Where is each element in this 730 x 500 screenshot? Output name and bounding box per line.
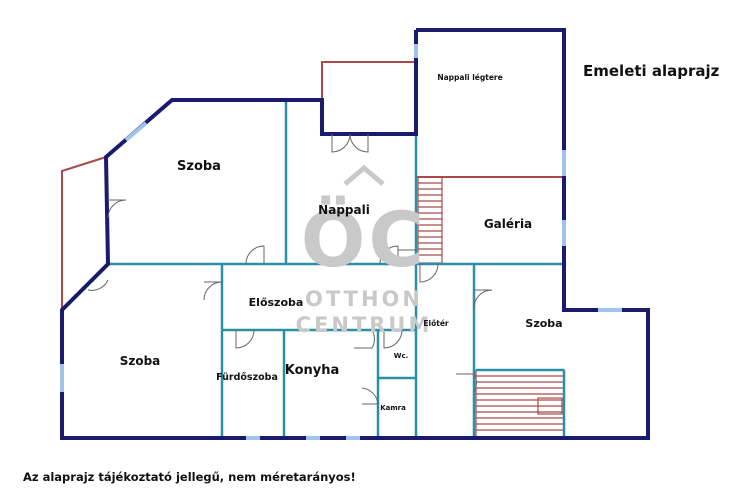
door-swing bbox=[379, 245, 399, 265]
room-label-kamra: Kamra bbox=[380, 404, 406, 412]
window bbox=[124, 121, 148, 142]
room-label-eloszoba: Előszoba bbox=[249, 296, 304, 309]
room-labels: Szoba Nappali Nappali légtere Galéria El… bbox=[120, 73, 563, 412]
room-label-nappali-legtere: Nappali légtere bbox=[437, 73, 502, 82]
room-label-eloter: Előtér bbox=[423, 319, 449, 328]
doors bbox=[87, 133, 493, 405]
room-label-wc: Wc. bbox=[394, 352, 409, 360]
room-label-galeria: Galéria bbox=[484, 217, 532, 231]
door-swing bbox=[87, 279, 109, 291]
watermark-logo: ÖC bbox=[301, 194, 427, 284]
watermark: ÖC OTTHON CENTRUM bbox=[296, 164, 433, 337]
plan-title: Emeleti alaprajz bbox=[583, 62, 720, 80]
door-swing bbox=[107, 199, 127, 219]
door-swing bbox=[245, 245, 265, 265]
room-label-szoba-top: Szoba bbox=[177, 159, 221, 174]
room-label-szoba-right: Szoba bbox=[525, 317, 562, 330]
door-swing bbox=[235, 329, 255, 349]
door-swing bbox=[203, 281, 223, 301]
room-label-nappali: Nappali bbox=[318, 203, 370, 217]
watermark-line1: OTTHON bbox=[305, 287, 423, 311]
balcony-top bbox=[321, 61, 416, 98]
staircase-lower bbox=[475, 369, 565, 439]
door-swing bbox=[361, 387, 379, 405]
door-swing bbox=[354, 329, 375, 349]
room-label-konyha: Konyha bbox=[285, 363, 340, 378]
door-swing bbox=[331, 133, 351, 153]
balcony-left bbox=[61, 156, 107, 310]
door-swing bbox=[456, 373, 477, 393]
staircase-upper bbox=[417, 176, 443, 264]
disclaimer-text: Az alaprajz tájékoztató jellegű, nem mér… bbox=[23, 470, 356, 484]
outer-walls bbox=[60, 28, 650, 440]
door-swing bbox=[349, 133, 369, 153]
windows bbox=[60, 44, 622, 440]
door-swing bbox=[419, 263, 439, 283]
room-label-szoba-left: Szoba bbox=[120, 354, 161, 368]
watermark-line2: CENTRUM bbox=[296, 313, 433, 337]
door-swing bbox=[473, 289, 493, 309]
door-swing bbox=[383, 329, 403, 349]
watermark-roof bbox=[343, 164, 385, 186]
room-label-furdoszoba: Fürdőszoba bbox=[216, 372, 278, 383]
